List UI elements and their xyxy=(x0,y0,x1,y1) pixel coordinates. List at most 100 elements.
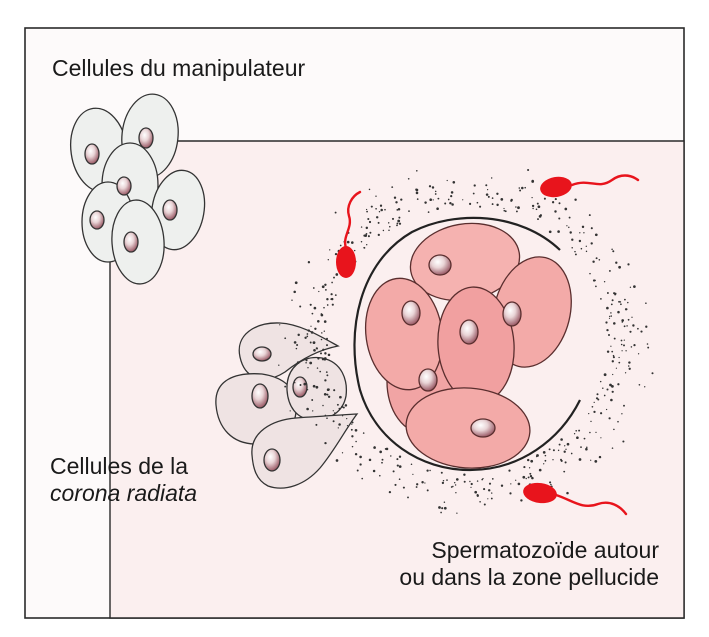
nucleus xyxy=(502,301,522,327)
stipple-dot xyxy=(536,454,539,457)
stipple-dot xyxy=(591,405,594,408)
stipple-dot xyxy=(620,339,623,342)
stipple-dot xyxy=(424,482,426,484)
stipple-dot xyxy=(416,198,419,200)
stipple-dot xyxy=(531,179,534,183)
stipple-dot xyxy=(378,210,381,213)
stipple-dot xyxy=(432,199,434,201)
stipple-dot xyxy=(525,477,527,480)
stipple-dot xyxy=(602,387,604,390)
nucleus xyxy=(162,199,178,221)
stipple-dot xyxy=(315,347,318,350)
stipple-dot xyxy=(538,215,542,218)
stipple-dot xyxy=(509,492,512,495)
stipple-dot xyxy=(456,512,458,514)
stipple-dot xyxy=(627,301,629,304)
stipple-dot xyxy=(450,191,454,194)
stipple-dot xyxy=(317,357,320,360)
stipple-dot xyxy=(312,287,315,289)
stipple-dot xyxy=(424,201,427,204)
stipple-dot xyxy=(603,373,607,377)
stipple-dot xyxy=(563,450,566,453)
spermatozoon xyxy=(523,482,628,516)
stipple-dot xyxy=(633,285,636,288)
stipple-dot xyxy=(340,405,344,408)
stipple-dot xyxy=(279,324,281,326)
stipple-dot xyxy=(367,217,370,221)
stipple-dot xyxy=(610,312,612,314)
stipple-dot xyxy=(528,467,531,469)
stipple-dot xyxy=(312,410,314,412)
stipple-dot xyxy=(611,385,614,388)
stipple-dot xyxy=(313,348,316,352)
stipple-dot xyxy=(322,348,325,351)
stipple-dot xyxy=(326,417,328,419)
spermatozoon xyxy=(336,190,362,278)
stipple-dot xyxy=(355,440,357,443)
stipple-dot xyxy=(470,482,473,486)
stipple-dot xyxy=(323,358,327,361)
stipple-dot xyxy=(344,404,348,407)
stipple-dot xyxy=(485,184,488,187)
stipple-dot xyxy=(402,486,405,489)
stipple-dot xyxy=(542,451,546,454)
stipple-dot xyxy=(574,198,577,201)
stipple-dot xyxy=(329,249,331,251)
stipple-dot xyxy=(609,383,612,387)
stipple-dot xyxy=(443,506,447,510)
stipple-dot xyxy=(394,483,397,486)
stipple-dot xyxy=(633,343,636,347)
stipple-dot xyxy=(569,231,572,234)
stipple-dot xyxy=(410,463,413,466)
stipple-dot xyxy=(426,469,429,472)
stipple-dot xyxy=(594,460,598,463)
stipple-dot xyxy=(375,195,377,197)
stipple-dot xyxy=(326,297,329,301)
stipple-dot xyxy=(359,455,362,459)
stipple-dot xyxy=(627,365,630,367)
stipple-dot xyxy=(593,401,595,404)
stipple-dot xyxy=(626,325,628,327)
stipple-dot xyxy=(637,353,640,355)
stipple-dot xyxy=(309,303,312,306)
stipple-dot xyxy=(379,474,381,477)
stipple-dot xyxy=(311,399,314,401)
nucleus xyxy=(123,231,139,253)
nucleus xyxy=(459,319,479,345)
stipple-dot xyxy=(615,367,618,369)
stipple-dot xyxy=(326,393,329,396)
stipple-dot xyxy=(588,214,591,217)
stipple-dot xyxy=(621,350,623,352)
stipple-dot xyxy=(623,325,626,328)
stipple-dot xyxy=(510,483,512,485)
stipple-dot xyxy=(379,204,383,207)
stipple-dot xyxy=(606,306,609,310)
stipple-dot xyxy=(389,225,391,228)
stipple-dot xyxy=(490,177,493,179)
stipple-dot xyxy=(554,198,557,201)
stipple-dot xyxy=(488,482,492,485)
stipple-dot xyxy=(390,455,392,457)
stipple-dot xyxy=(589,272,591,275)
stipple-dot xyxy=(314,327,317,330)
stipple-dot xyxy=(396,222,399,225)
stipple-dot xyxy=(333,389,336,392)
stipple-dot xyxy=(621,413,623,415)
stipple-dot xyxy=(318,290,320,293)
stipple-dot xyxy=(327,395,331,398)
stipple-dot xyxy=(624,308,628,311)
stipple-dot xyxy=(324,379,327,382)
stipple-dot xyxy=(610,398,613,402)
stipple-dot xyxy=(491,197,494,199)
stipple-dot xyxy=(630,346,633,348)
stipple-dot xyxy=(570,452,573,455)
stipple-dot xyxy=(595,257,598,260)
stipple-dot xyxy=(327,259,329,261)
stipple-dot xyxy=(564,207,568,211)
stipple-dot xyxy=(476,201,479,204)
stipple-dot xyxy=(479,501,481,503)
stipple-dot xyxy=(568,216,571,219)
stipple-dot xyxy=(600,298,602,300)
stipple-dot xyxy=(306,407,309,411)
